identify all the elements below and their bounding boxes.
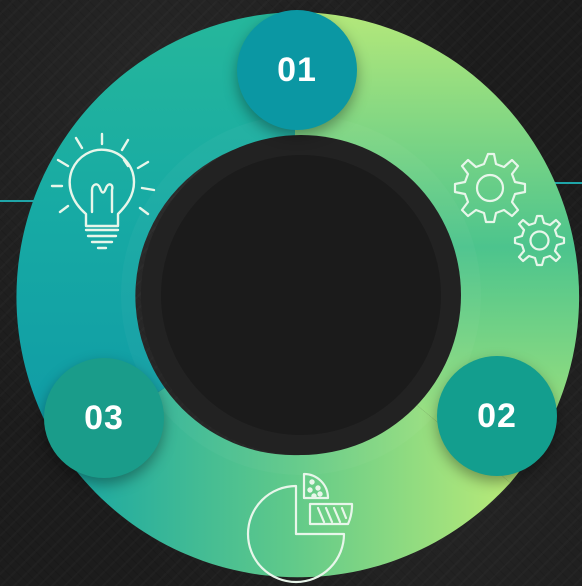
step-number-02: 02 [477,396,517,435]
step-number-01: 01 [277,50,317,89]
center-hole [141,135,461,455]
right-connector-line [540,182,582,184]
light-bulb-icon [50,132,156,250]
step-badge-02: 02 [437,356,557,476]
ring-segment-03 [16,12,296,457]
step-number-03: 03 [84,398,124,437]
step-badge-03: 03 [44,358,164,478]
left-connector-line [0,200,60,202]
gears-icon [453,152,566,267]
pie-chart-icon [246,472,354,584]
step-badge-01: 01 [237,10,357,130]
ring-segment-02 [65,387,511,578]
